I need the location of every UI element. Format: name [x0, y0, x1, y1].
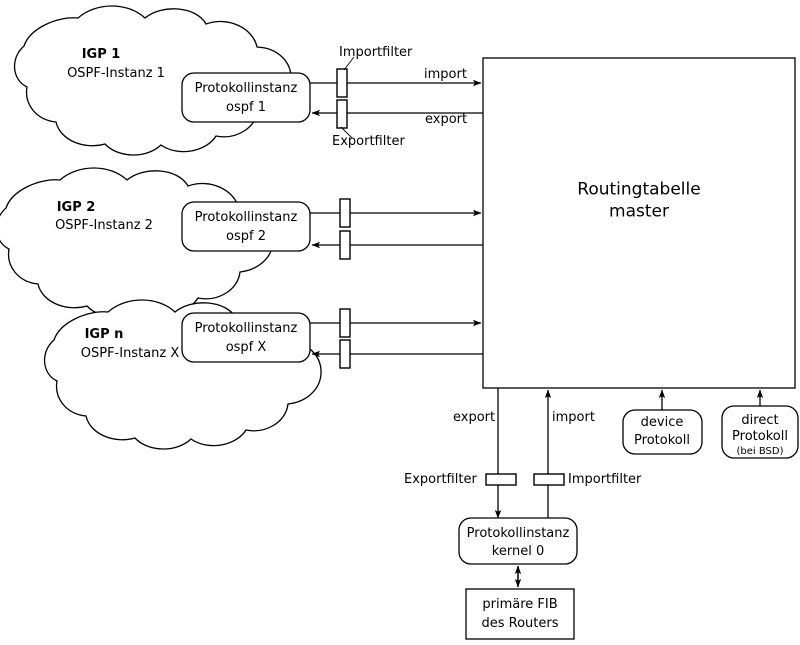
leader-line-exportfilter-top — [340, 126, 353, 139]
export-filter-bar-3 — [339, 339, 351, 369]
cloud-title-igp-1: IGP 1 — [81, 46, 121, 62]
cloud-subtitle-igp-1: OSPF-Instanz 1 — [67, 65, 165, 81]
leader-line-importfilter-top — [343, 56, 355, 71]
cloud-title-igp-n: IGP n — [84, 326, 124, 342]
exportfilter-label-top: Exportfilter — [332, 134, 405, 149]
protocol-instance-box-3 — [181, 312, 311, 363]
routing-table-box — [482, 57, 796, 389]
fib-label-line2: des Routers — [481, 615, 559, 631]
direct-protocol-label-line3: (bei BSD) — [736, 445, 784, 457]
export-filter-bar-2 — [339, 230, 351, 260]
protocol-instance-label-2-line1: Protokollinstanz — [194, 209, 298, 225]
cloud-title-igp-2: IGP 2 — [56, 199, 96, 215]
device-protocol-label-line1: device — [640, 414, 684, 430]
import-filter-bar-2 — [339, 198, 351, 228]
protocol-instance-label-1-line2: ospf 1 — [226, 99, 266, 115]
flow-label-import-1: import — [424, 67, 467, 82]
fib-label-line1: primäre FIB — [482, 596, 558, 612]
exportfilter-label-kernel: Exportfilter — [404, 472, 477, 487]
kernel-instance-label-line1: Protokollinstanz — [466, 525, 570, 541]
direct-protocol-label-line1: direct — [741, 412, 779, 428]
protocol-instance-box-1 — [181, 72, 311, 123]
protocol-instance-label-1-line1: Protokollinstanz — [194, 80, 298, 96]
cloud-subtitle-igp-n: OSPF-Instanz X — [80, 345, 180, 361]
export-filter-bar-kernel — [485, 473, 517, 486]
import-filter-bar-1 — [336, 68, 348, 98]
protocol-instance-box-2 — [181, 201, 311, 252]
flow-label-import-kernel: import — [552, 410, 595, 425]
protocol-instance-label-3-line1: Protokollinstanz — [194, 320, 298, 336]
fib-box — [465, 588, 575, 640]
protocol-instance-label-3-line2: ospf X — [225, 339, 267, 355]
export-filter-bar-1 — [336, 99, 348, 129]
import-filter-bar-3 — [339, 308, 351, 338]
direct-protocol-label-line2: Protokoll — [732, 428, 788, 444]
import-filter-bar-kernel — [533, 473, 565, 486]
protocol-instance-label-2-line2: ospf 2 — [226, 228, 266, 244]
importfilter-label-kernel: Importfilter — [568, 472, 642, 487]
routing-table-label-line1: Routingtabelle — [577, 179, 701, 200]
flow-label-export-kernel: export — [453, 410, 496, 425]
flow-label-export-1: export — [425, 112, 468, 127]
importfilter-label-top: Importfilter — [339, 45, 413, 60]
kernel-instance-box — [458, 517, 578, 565]
device-protocol-label-line2: Protokoll — [634, 432, 690, 448]
routing-table-label-line2: master — [609, 201, 669, 222]
kernel-instance-label-line2: kernel 0 — [491, 543, 545, 559]
cloud-subtitle-igp-2: OSPF-Instanz 2 — [55, 217, 153, 233]
